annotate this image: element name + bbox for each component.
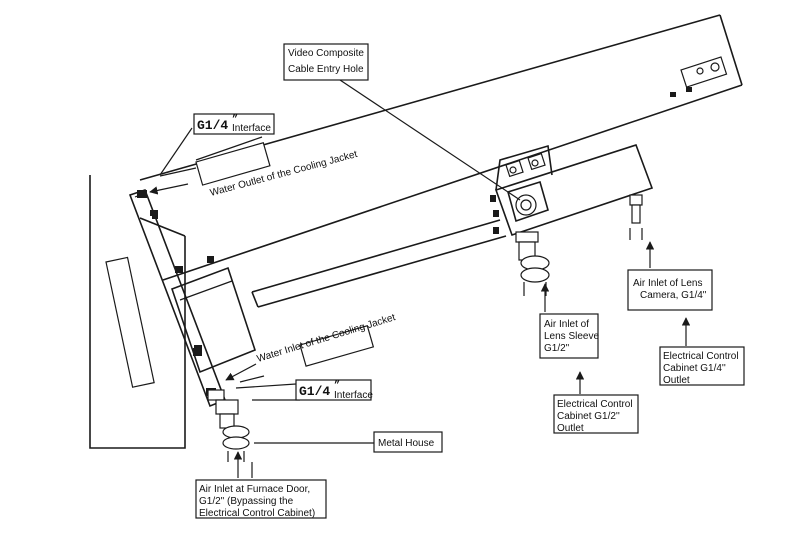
cabinet-quarter-line-3: Outlet: [663, 375, 690, 386]
tube-end-plate: [680, 56, 728, 88]
furnace-air-line-1: Air Inlet at Furnace Door,: [199, 484, 310, 495]
cabinet-half-line-1: Electrical Control: [557, 399, 633, 410]
wall-slot: [105, 256, 155, 388]
junction-box: [170, 266, 256, 374]
camera-housing: [490, 144, 654, 237]
svg-text:”: ”: [334, 380, 340, 392]
label-metal-house: Metal House: [373, 431, 443, 453]
furnace-air-line-3: Electrical Control Cabinet): [199, 508, 315, 519]
g14-bottom-suffix: Interface: [334, 390, 373, 401]
g14-top-suffix: Interface: [232, 123, 271, 134]
label-cabinet-half: Electrical Control Cabinet G1/2'' Outlet: [553, 394, 639, 434]
lens-rod: [251, 219, 507, 308]
cabinet-half-line-3: Outlet: [557, 423, 584, 434]
metal-house-text: Metal House: [378, 438, 435, 449]
furnace-air-line-2: G1/2" (Bypassing the: [199, 496, 294, 507]
label-water-inlet: Water Inlet of the Cooling Jacket: [256, 312, 397, 367]
lens-camera-line-2: Camera, G1/4": [640, 290, 707, 301]
cabinet-half-line-2: Cabinet G1/2'': [557, 411, 620, 422]
lens-sleeve-line-1: Air Inlet of: [544, 319, 589, 330]
video-cable-line-1: Video Composite: [288, 48, 364, 59]
cabinet-quarter-line-1: Electrical Control: [663, 351, 739, 362]
label-lens-camera-air: Air Inlet of Lens Camera, G1/4": [627, 269, 713, 311]
label-furnace-air: Air Inlet at Furnace Door, G1/2" (Bypass…: [195, 479, 327, 519]
video-cable-line-2: Cable Entry Hole: [288, 64, 364, 75]
lens-camera-fitting: [629, 194, 643, 240]
lens-sleeve-line-2: Lens Sleeve: [544, 331, 599, 342]
label-g14-top: G1/4 ” Interface: [193, 113, 275, 135]
leader-lines: [149, 79, 691, 478]
g14-top-text: G1/4: [197, 118, 228, 133]
label-video-cable: Video Composite Cable Entry Hole: [283, 43, 369, 81]
label-g14-bottom: G1/4 ” Interface: [295, 379, 373, 401]
g14-bottom-text: G1/4: [299, 384, 330, 399]
furnace-door-fitting: [207, 389, 250, 462]
lens-camera-line-1: Air Inlet of Lens: [633, 278, 702, 289]
lens-sleeve-line-3: G1/2": [544, 343, 570, 354]
lens-sleeve-fitting: [515, 231, 550, 296]
cabinet-quarter-line-2: Cabinet G1/4'': [663, 363, 726, 374]
label-lens-sleeve-air: Air Inlet of Lens Sleeve G1/2": [539, 313, 599, 359]
label-cabinet-quarter: Electrical Control Cabinet G1/4'' Outlet: [659, 346, 745, 386]
svg-text:”: ”: [232, 114, 238, 126]
